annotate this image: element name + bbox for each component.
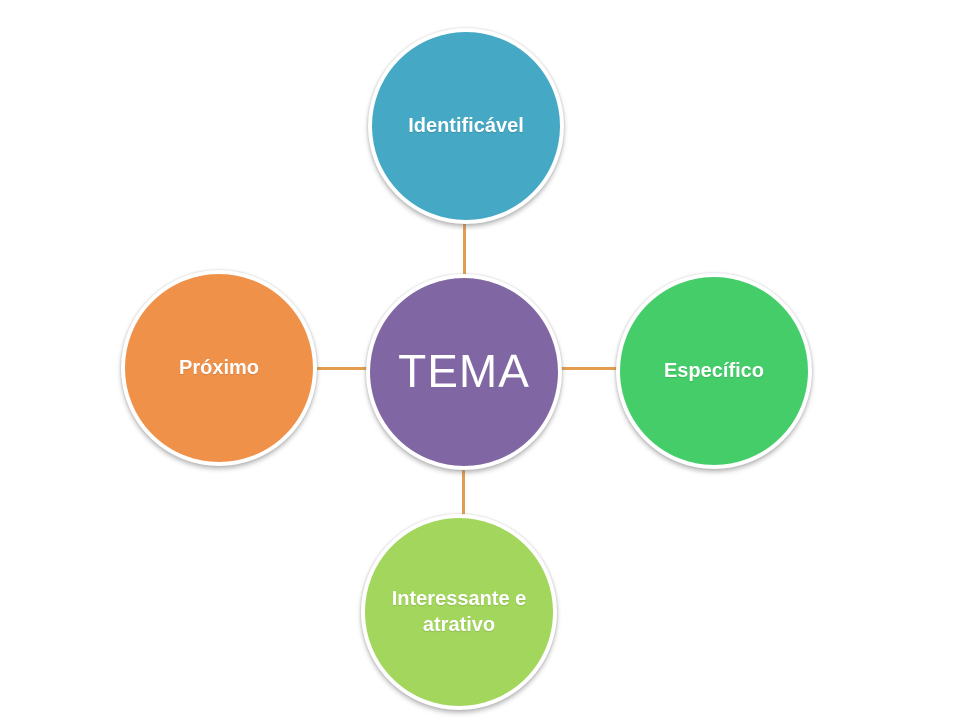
node-identificavel-label: Identificável xyxy=(408,115,524,137)
connector-center-to-right xyxy=(558,367,620,370)
node-proximo: Próximo xyxy=(121,270,317,466)
node-interessante-e-atrativo-label: Interessante e atrativo xyxy=(391,588,527,636)
node-interessante-e-atrativo: Interessante e atrativo xyxy=(361,514,557,710)
node-tema-center: TEMA xyxy=(366,274,562,470)
node-especifico-label: Específico xyxy=(663,360,765,382)
connector-center-to-bottom xyxy=(462,466,465,518)
connector-center-to-left xyxy=(306,367,372,370)
node-identificavel: Identificável xyxy=(368,28,564,224)
node-especifico: Específico xyxy=(616,273,812,469)
node-tema-label: TEMA xyxy=(398,345,530,398)
connector-center-to-top xyxy=(463,220,466,278)
node-proximo-label: Próximo xyxy=(178,357,260,379)
